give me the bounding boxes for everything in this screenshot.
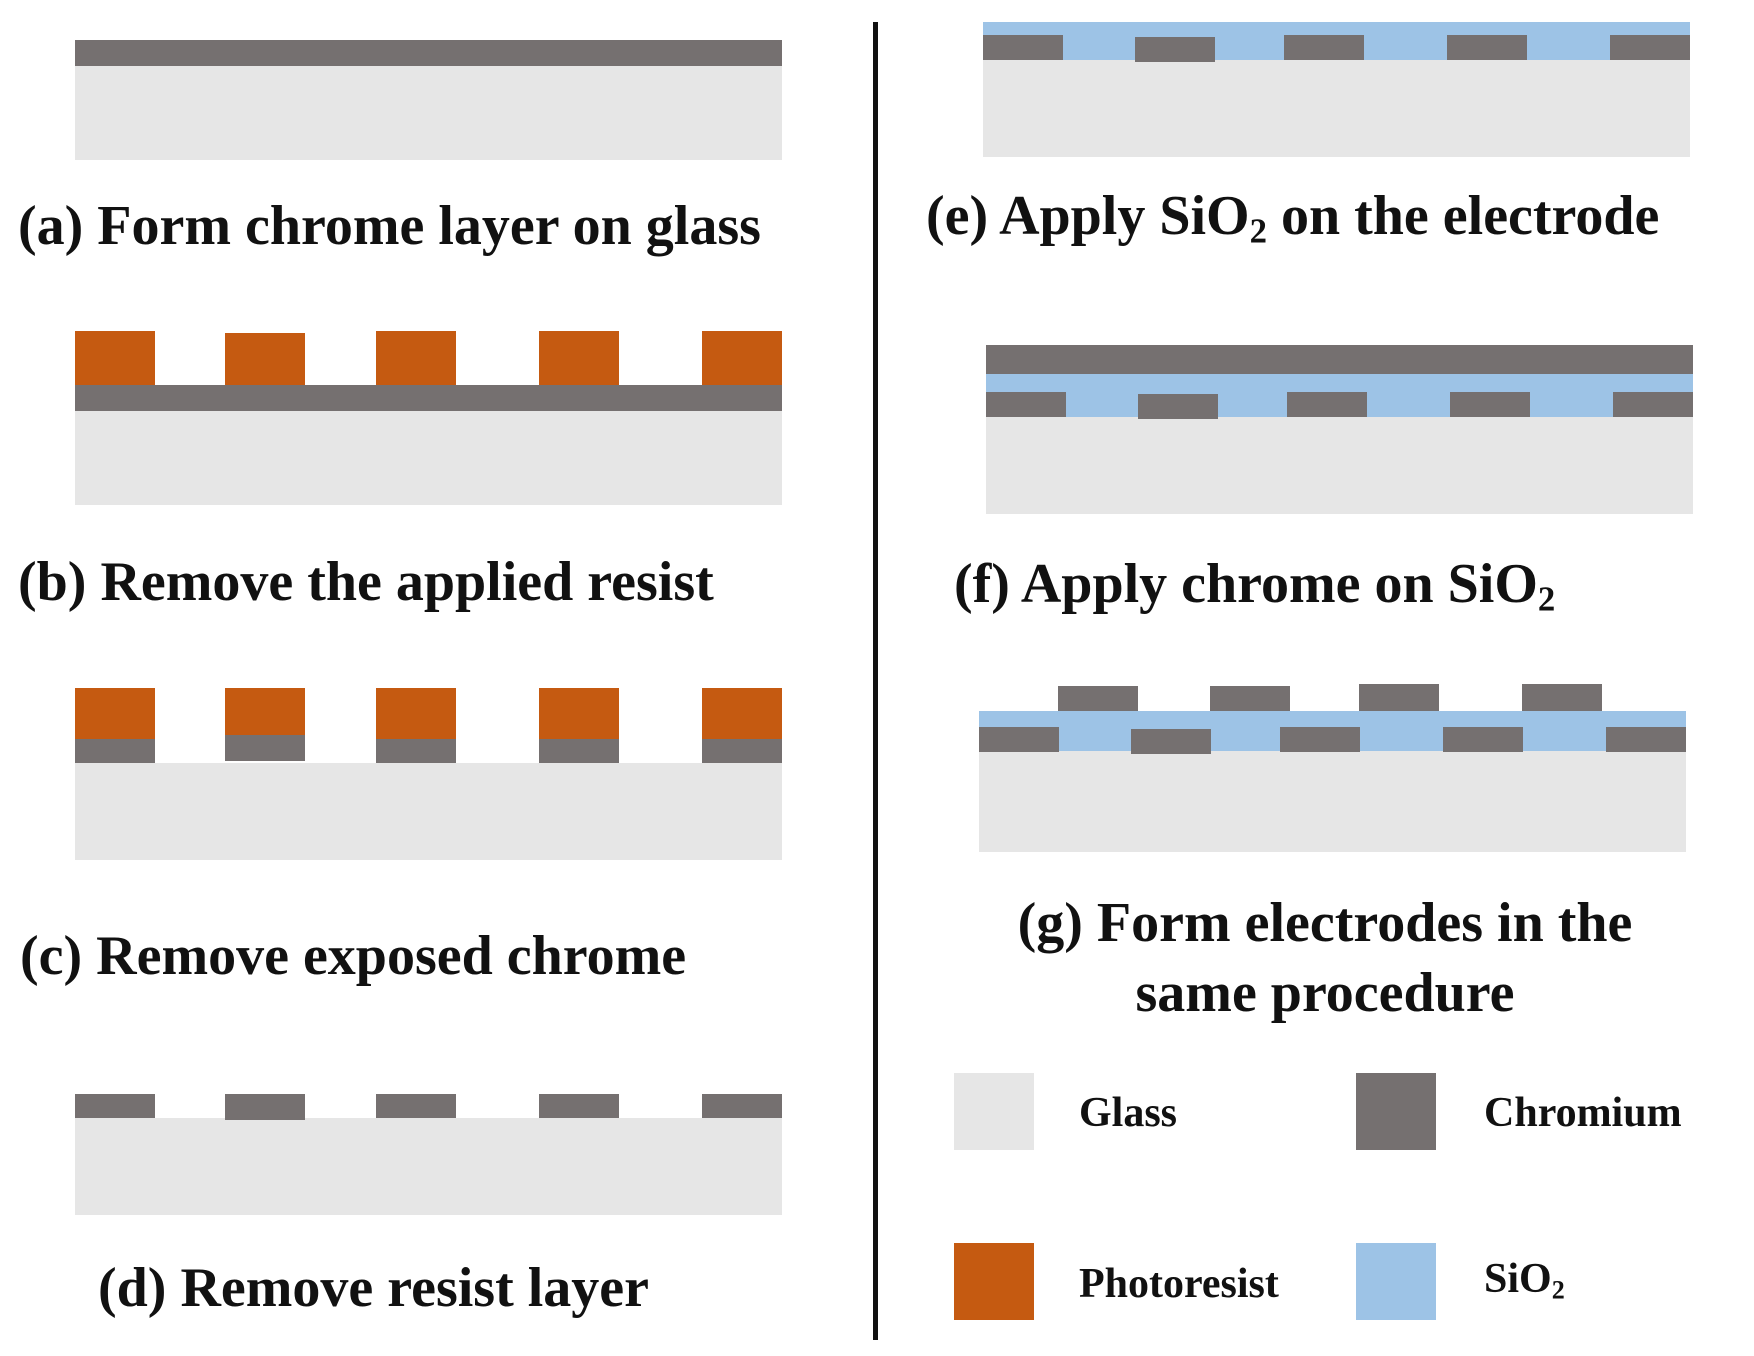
chrome-layer bbox=[75, 385, 782, 411]
chrome-electrode bbox=[539, 739, 619, 763]
caption-step-f-subscript: 2 bbox=[1537, 579, 1556, 619]
chrome-electrode bbox=[979, 727, 1059, 752]
glass-substrate bbox=[75, 66, 782, 160]
photoresist-block bbox=[702, 688, 782, 739]
caption-step-a: (a) Form chrome layer on glass bbox=[18, 195, 761, 257]
step-a-cross-section bbox=[75, 40, 782, 160]
chrome-electrode bbox=[1284, 35, 1364, 60]
caption-step-e-text: (e) Apply SiO bbox=[926, 185, 1250, 247]
chrome-electrode bbox=[75, 739, 155, 763]
chrome-electrode bbox=[1287, 392, 1367, 417]
chrome-layer bbox=[75, 40, 782, 66]
glass-substrate bbox=[75, 763, 782, 860]
step-g-cross-section bbox=[979, 684, 1686, 852]
chrome-electrode bbox=[1131, 729, 1211, 754]
legend-sio2-subscript: 2 bbox=[1551, 1275, 1565, 1305]
chrome-electrode bbox=[1606, 727, 1686, 752]
caption-step-e-subscript: 2 bbox=[1249, 211, 1267, 251]
chrome-electrode bbox=[983, 35, 1063, 60]
chrome-electrode bbox=[702, 1094, 782, 1118]
chrome-electrode bbox=[702, 739, 782, 763]
photoresist-block bbox=[702, 331, 782, 385]
step-b-cross-section bbox=[75, 331, 782, 505]
legend-chromium-swatch bbox=[1356, 1073, 1436, 1150]
chrome-electrode bbox=[986, 392, 1066, 417]
panel-divider bbox=[873, 22, 878, 1340]
glass-substrate bbox=[983, 60, 1690, 157]
legend-photoresist-swatch bbox=[954, 1243, 1034, 1320]
caption-step-d: (d) Remove resist layer bbox=[98, 1257, 650, 1319]
chrome-electrode bbox=[1138, 394, 1218, 419]
caption-step-c: (c) Remove exposed chrome bbox=[20, 925, 687, 987]
chrome-electrode bbox=[1135, 37, 1215, 62]
glass-substrate bbox=[75, 1118, 782, 1215]
photoresist-block bbox=[376, 331, 456, 385]
chrome-electrode bbox=[376, 739, 456, 763]
chrome-electrode bbox=[1280, 727, 1360, 752]
photoresist-block bbox=[225, 333, 305, 385]
step-e-cross-section bbox=[983, 22, 1690, 157]
upper-chrome-electrode bbox=[1210, 686, 1290, 711]
upper-chrome-electrode bbox=[1359, 684, 1439, 711]
legend-sio2-label: SiO2 bbox=[1484, 1256, 1565, 1303]
legend-glass-label: Glass bbox=[1079, 1090, 1178, 1136]
glass-substrate bbox=[75, 411, 782, 505]
photoresist-block bbox=[75, 331, 155, 385]
chrome-electrode bbox=[1443, 727, 1523, 752]
legend-photoresist-label: Photoresist bbox=[1079, 1261, 1279, 1307]
photoresist-block bbox=[225, 688, 305, 735]
chrome-electrode bbox=[539, 1094, 619, 1118]
photoresist-block bbox=[75, 688, 155, 739]
glass-substrate bbox=[986, 417, 1693, 514]
legend-sio2-swatch bbox=[1356, 1243, 1436, 1320]
photoresist-block bbox=[376, 688, 456, 739]
chrome-electrode bbox=[1613, 392, 1693, 417]
chrome-electrode bbox=[1447, 35, 1527, 60]
photoresist-block bbox=[539, 331, 619, 385]
legend-glass-swatch bbox=[954, 1073, 1034, 1150]
legend-chromium-label: Chromium bbox=[1484, 1090, 1682, 1136]
upper-chrome-electrode bbox=[1058, 686, 1138, 711]
caption-step-g: (g) Form electrodes in the same procedur… bbox=[960, 888, 1690, 1028]
legend-sio2-text: SiO bbox=[1484, 1256, 1552, 1302]
upper-chrome-electrode bbox=[1522, 684, 1602, 711]
chrome-electrode bbox=[376, 1094, 456, 1118]
chrome-electrode bbox=[1610, 35, 1690, 60]
chrome-electrode bbox=[225, 735, 305, 761]
glass-substrate bbox=[979, 751, 1686, 852]
chrome-electrode bbox=[75, 1094, 155, 1118]
caption-step-g-line-2: same procedure bbox=[1135, 962, 1515, 1024]
step-f-cross-section bbox=[986, 345, 1693, 514]
chrome-electrode bbox=[1450, 392, 1530, 417]
chrome-top-layer bbox=[986, 345, 1693, 374]
caption-step-f-text: (f) Apply chrome on SiO bbox=[954, 553, 1538, 615]
photoresist-block bbox=[539, 688, 619, 739]
caption-step-e: (e) Apply SiO2 on the electrode bbox=[926, 185, 1660, 249]
step-c-cross-section bbox=[75, 688, 782, 860]
step-d-cross-section bbox=[75, 1094, 782, 1215]
caption-step-e-rest: on the electrode bbox=[1266, 185, 1660, 247]
chrome-electrode bbox=[225, 1094, 305, 1120]
caption-step-f: (f) Apply chrome on SiO2 bbox=[954, 553, 1555, 617]
caption-step-b: (b) Remove the applied resist bbox=[18, 551, 714, 613]
caption-step-g-line-1: (g) Form electrodes in the bbox=[1017, 892, 1633, 954]
